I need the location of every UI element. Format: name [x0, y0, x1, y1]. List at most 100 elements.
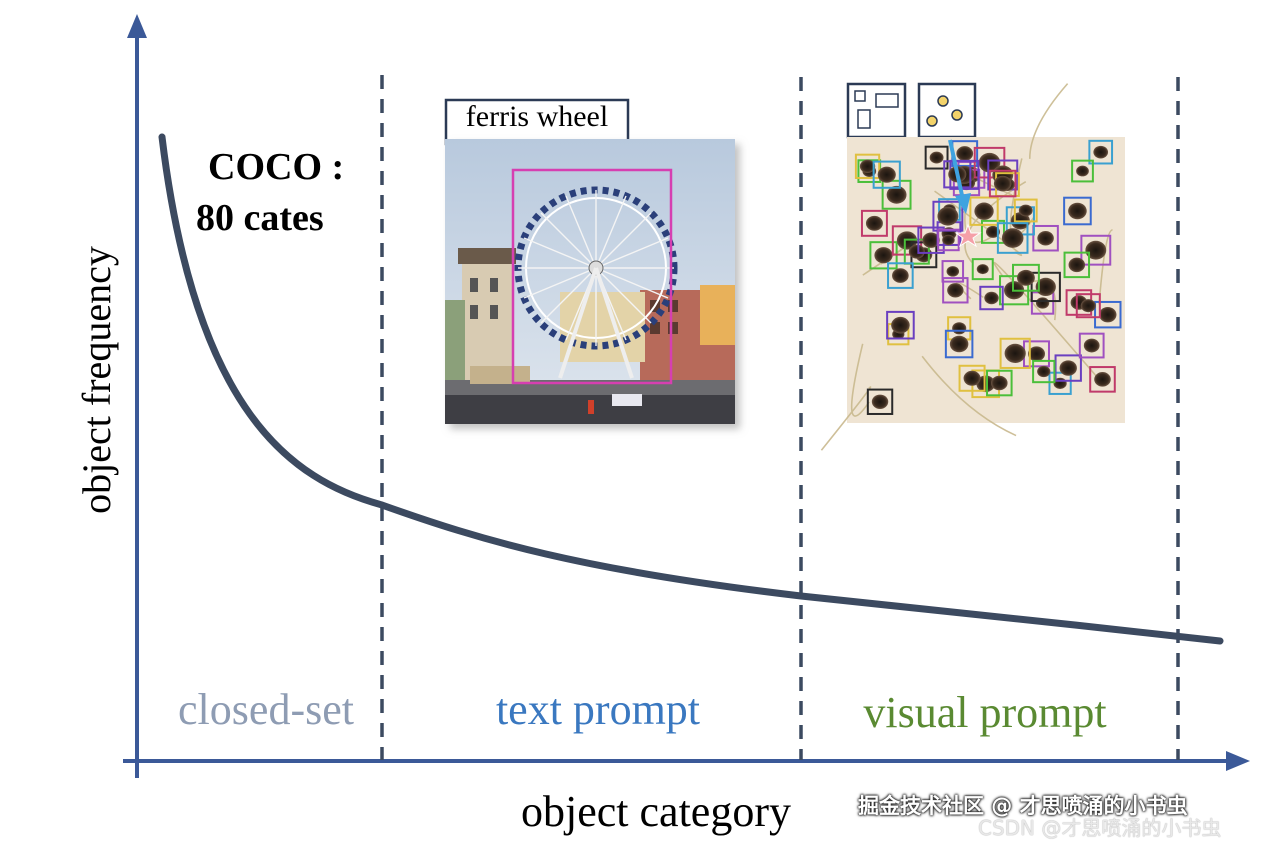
fiber-texture [820, 386, 872, 451]
cell-blob [942, 234, 955, 246]
cell-blob [1094, 372, 1111, 387]
y-axis-arrow-icon [127, 14, 147, 38]
ferris-wheel-icon [514, 186, 678, 379]
visual-prompt-example [820, 82, 1125, 451]
cell-blob [892, 268, 909, 283]
region-label-visual-prompt: visual prompt [863, 688, 1106, 737]
cell-blob [1018, 204, 1033, 217]
cell-blob [1037, 230, 1054, 246]
cell-detection-box [979, 285, 1004, 311]
cell-detection-box [971, 258, 994, 281]
cell-blob [947, 283, 964, 298]
x-axis-label: object category [521, 787, 791, 836]
prompt-label-text: ferris wheel [466, 100, 608, 133]
box-prompt-icon [846, 82, 907, 139]
cell-detection-box [866, 388, 894, 415]
cell-blob [1085, 240, 1107, 260]
coco-label: COCO : [208, 146, 344, 188]
cell-blob [1035, 297, 1050, 309]
cell-detection-box [1078, 332, 1105, 359]
cell-blob [1016, 269, 1035, 286]
cell-blob [865, 215, 883, 231]
region-label-text-prompt: text prompt [496, 685, 700, 734]
cell-detection-box [969, 196, 999, 226]
axes [123, 14, 1250, 778]
cell-detection-box [924, 145, 949, 170]
cell-detection-box [1013, 198, 1038, 223]
cell-blob [985, 225, 1000, 238]
region-dividers [380, 75, 1180, 760]
cell-detection-box [1054, 354, 1082, 382]
detection-box [511, 168, 673, 385]
point-prompt-icon [917, 82, 977, 139]
region-label-closed-set: closed-set [178, 685, 354, 734]
cell-blob [929, 151, 944, 164]
cell-detection-box [1088, 139, 1114, 165]
cell-blob [1035, 277, 1056, 297]
cell-blob [937, 206, 959, 226]
cell-blob [1080, 299, 1096, 313]
cell-detection-box [958, 364, 986, 392]
cell-detection-box [980, 219, 1005, 244]
cell-blob [952, 322, 967, 335]
cell-detection-box [872, 160, 901, 189]
prompt-star-icon [954, 223, 982, 248]
y-axis-label: object frequency [74, 246, 119, 514]
x-axis-arrow-icon [1226, 751, 1250, 771]
cell-detection-box [886, 310, 915, 340]
cell-blob [891, 316, 910, 334]
coco-count-label: 80 cates [196, 197, 324, 239]
cell-detection-box [1063, 196, 1092, 226]
cell-blob [956, 146, 974, 161]
cell-blob [874, 247, 893, 264]
cell-detection-box [903, 238, 930, 265]
cell-blob [1028, 346, 1045, 362]
cell-detection-box [1032, 359, 1056, 384]
cell-detection-box [996, 222, 1029, 254]
cell-detection-box [854, 153, 881, 179]
cell-blob [963, 370, 981, 386]
cell-detection-box [881, 179, 912, 210]
cell-detection-box [942, 277, 969, 304]
cell-detection-box [941, 260, 965, 283]
cell-detection-box [1089, 366, 1116, 393]
fiber-texture [964, 180, 1027, 264]
cell-detection-box [1075, 293, 1101, 319]
cell-blob [886, 185, 907, 204]
cell-blob [949, 335, 969, 353]
cell-blob [1076, 165, 1089, 177]
cell-blob [1068, 202, 1087, 220]
cell-detection-box [1011, 263, 1040, 292]
cell-blob [877, 166, 896, 183]
cell-blob [859, 159, 876, 173]
cell-blob [1004, 343, 1026, 363]
fiber-texture [1028, 83, 1069, 159]
cell-detection-box [1094, 300, 1122, 329]
prompt-arrow-icon [948, 139, 971, 214]
cell-detection-box [1032, 224, 1059, 252]
cell-detection-box [860, 209, 888, 237]
cell-blob [993, 175, 1012, 192]
cell-detection-box [1071, 159, 1094, 183]
cell-blob [991, 375, 1008, 391]
cell-blob [1083, 338, 1100, 353]
cell-detection-box [1048, 371, 1072, 395]
cell-detection-box [943, 160, 972, 189]
text-prompt-example: ferris wheel [444, 98, 735, 424]
cell-detection-box [1030, 271, 1061, 303]
cell-blob [978, 152, 1001, 173]
cell-blob [1099, 306, 1117, 323]
cell-detection-box [986, 369, 1013, 397]
cell-blob [976, 264, 989, 275]
cell-detection-box [944, 329, 974, 359]
cell-blob [922, 232, 940, 248]
fiber-texture [921, 355, 1017, 437]
ferris-wheel-scene [445, 139, 735, 424]
cell-blob [1001, 228, 1024, 248]
fiber-texture [850, 343, 870, 417]
cell-blob [984, 291, 999, 305]
cell-blob [976, 375, 996, 393]
cell-blob [871, 394, 889, 409]
